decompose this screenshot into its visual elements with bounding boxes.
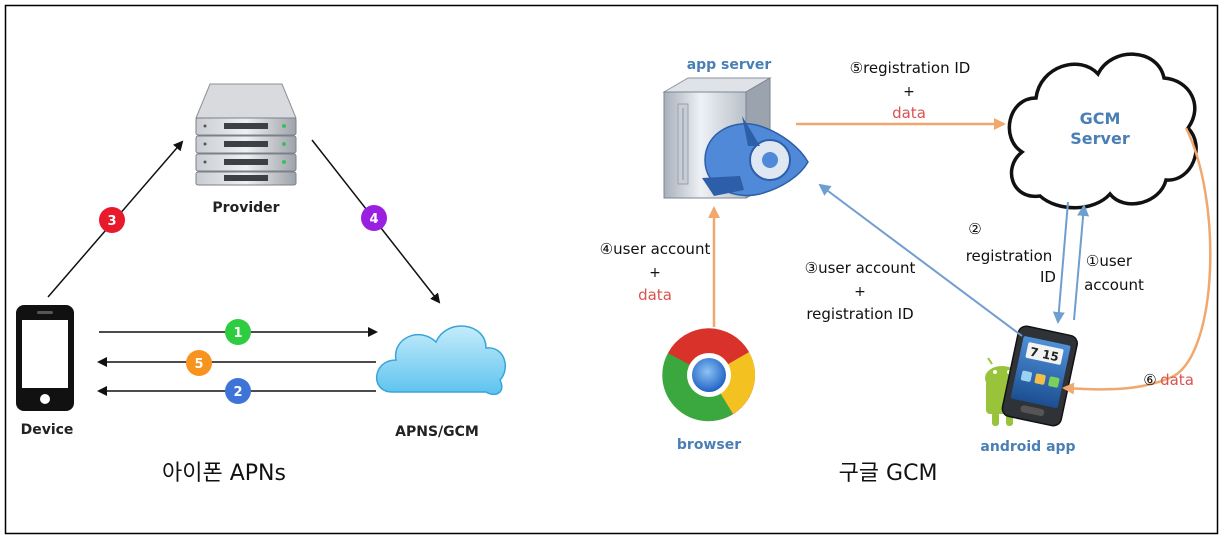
arrow-android-to-app-server <box>818 183 1023 337</box>
step-5-badge: 5 <box>186 350 212 376</box>
android-phone-icon: 7 15 <box>985 325 1078 427</box>
gcm-server-label-line1: GCM <box>1080 109 1121 128</box>
step4-line1: ④user account <box>600 240 711 258</box>
svg-text:3: 3 <box>107 214 116 229</box>
browser-label: browser <box>677 437 741 453</box>
svg-text:1: 1 <box>233 326 242 341</box>
step4-plus: + <box>649 265 661 281</box>
chrome-browser-icon <box>662 328 756 422</box>
svg-text:5: 5 <box>194 357 203 372</box>
step5-line1: ⑤registration ID <box>850 59 971 77</box>
provider-label: Provider <box>212 200 279 216</box>
step2-line2: ID <box>1040 268 1056 286</box>
outer-frame <box>4 4 1219 535</box>
step2-num: ② <box>968 220 981 238</box>
android-app-label: android app <box>980 439 1075 455</box>
gcm-caption: 구글 GCM <box>839 461 938 486</box>
phone-clock: 7 15 <box>1029 345 1061 365</box>
step-1-badge: 1 <box>225 319 251 345</box>
step3-line1: ③user account <box>805 259 916 277</box>
step3-plus: + <box>854 284 866 300</box>
apns-gcm-label: APNS/GCM <box>395 424 479 440</box>
app-server-label: app server <box>687 57 772 73</box>
arrow-android-to-gcm <box>1073 204 1090 321</box>
step5-data: data <box>892 104 926 122</box>
step1-line2: account <box>1084 276 1144 294</box>
app-engine-icon <box>702 116 809 197</box>
step6-data: data <box>1160 371 1194 389</box>
arrow-gcm-to-android <box>1052 201 1069 324</box>
device-label: Device <box>21 422 74 438</box>
step2-line1: registration <box>966 247 1053 265</box>
step4-data: data <box>638 286 672 304</box>
gcm-cloud-icon <box>1007 52 1198 210</box>
step1-line1: ①user <box>1086 252 1133 270</box>
step-4-badge: 4 <box>361 205 387 231</box>
step5-plus: + <box>903 84 915 100</box>
svg-text:4: 4 <box>369 212 378 227</box>
arrow-gcm-data-to-android <box>1062 127 1212 395</box>
smartphone-icon <box>16 305 74 411</box>
step6-num: ⑥ <box>1143 371 1156 389</box>
provider-server-icon <box>195 83 297 186</box>
step-2-badge: 2 <box>225 378 251 404</box>
cloud-icon <box>375 325 506 396</box>
step3-line3: registration ID <box>806 305 913 323</box>
svg-text:2: 2 <box>233 385 242 400</box>
apns-caption: 아이폰 APNs <box>162 461 286 486</box>
gcm-server-label-line2: Server <box>1070 129 1130 148</box>
step-3-badge: 3 <box>99 207 125 233</box>
